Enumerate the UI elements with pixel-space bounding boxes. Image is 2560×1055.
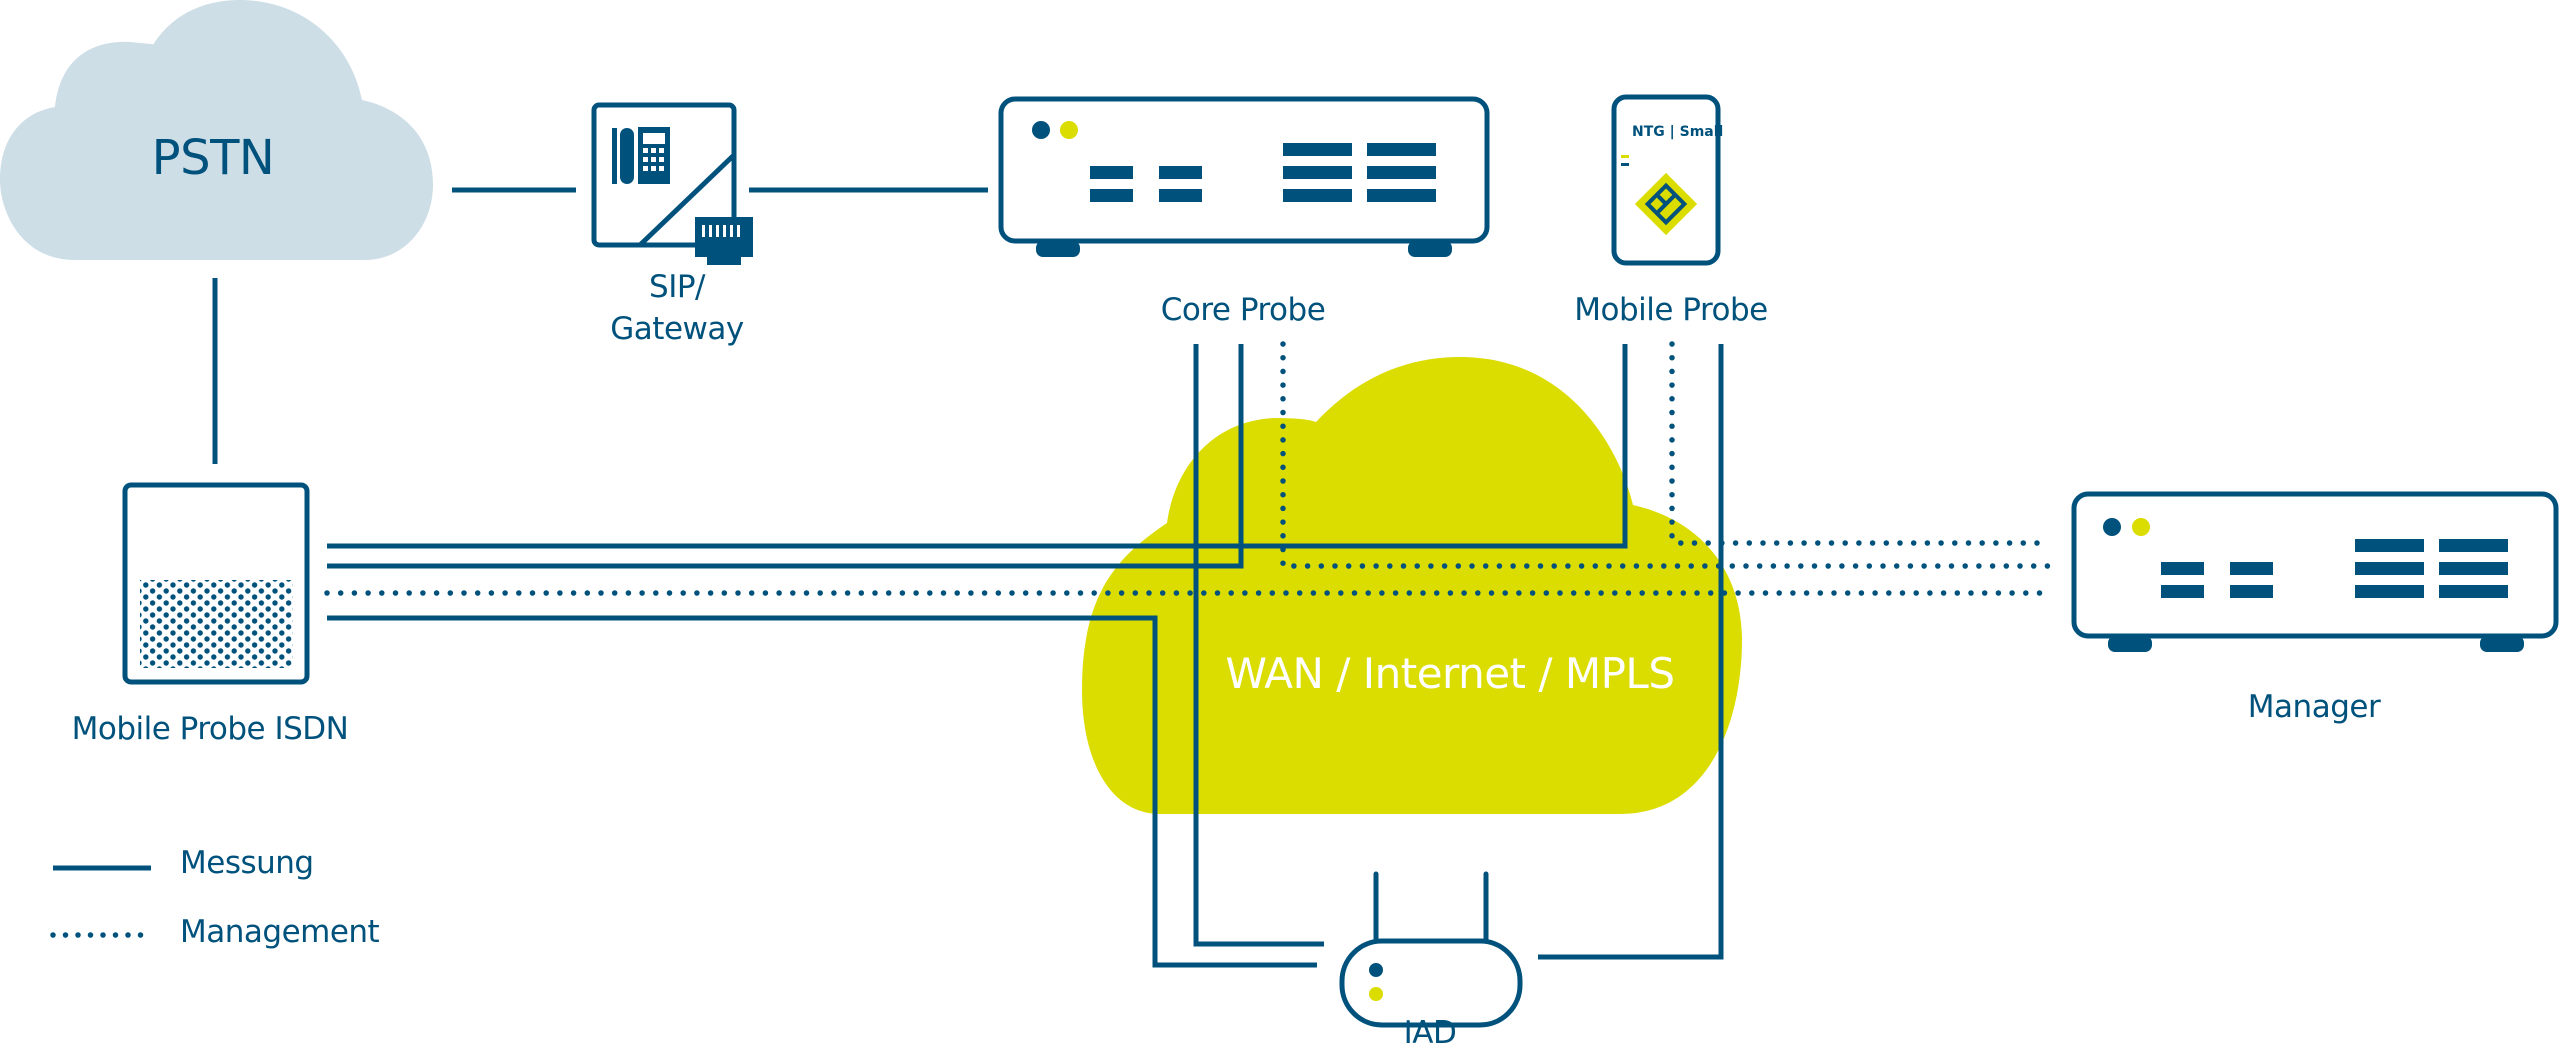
line-isdn-iad [327,615,1317,968]
gateway-label-line2: Gateway [610,311,744,347]
pstn-label: PSTN [151,130,275,186]
line-mobileprobe-iad [1538,344,1724,960]
connection-lines [212,187,1724,968]
legend-label-messung: Messung [180,845,314,881]
line-coreprobe-iad [1193,344,1324,947]
mobile-probe-isdn-label: Mobile Probe ISDN [71,711,349,747]
dotted-mobileprobe-manager [1669,341,2053,546]
mobile-probe-isdn-device[interactable] [122,482,310,685]
mobile-probe-device[interactable] [1611,94,1721,266]
legend-label-management: Management [180,914,380,950]
mobile-probe-device-text: NTG | Small [1632,124,1724,140]
gateway-label-line1: SIP/ [649,269,705,305]
sip-gateway-icon[interactable] [591,102,753,265]
manager-label: Manager [2247,689,2381,725]
management-lines [324,341,2053,596]
pstn-cloud [0,0,433,260]
core-probe-device[interactable] [998,96,1490,257]
iad-label: IAD [1403,1015,1457,1051]
wan-label: WAN / Internet / MPLS [1225,649,1675,698]
iad-router-device[interactable] [1339,871,1523,1028]
core-probe-label: Core Probe [1160,292,1326,328]
line-isdn-mobileprobe [327,344,1628,549]
line-isdn-coreprobe [327,344,1244,569]
mobile-probe-label: Mobile Probe [1574,292,1768,328]
legend [50,865,156,938]
wan-cloud [1082,357,1742,814]
manager-device[interactable] [2071,491,2559,652]
